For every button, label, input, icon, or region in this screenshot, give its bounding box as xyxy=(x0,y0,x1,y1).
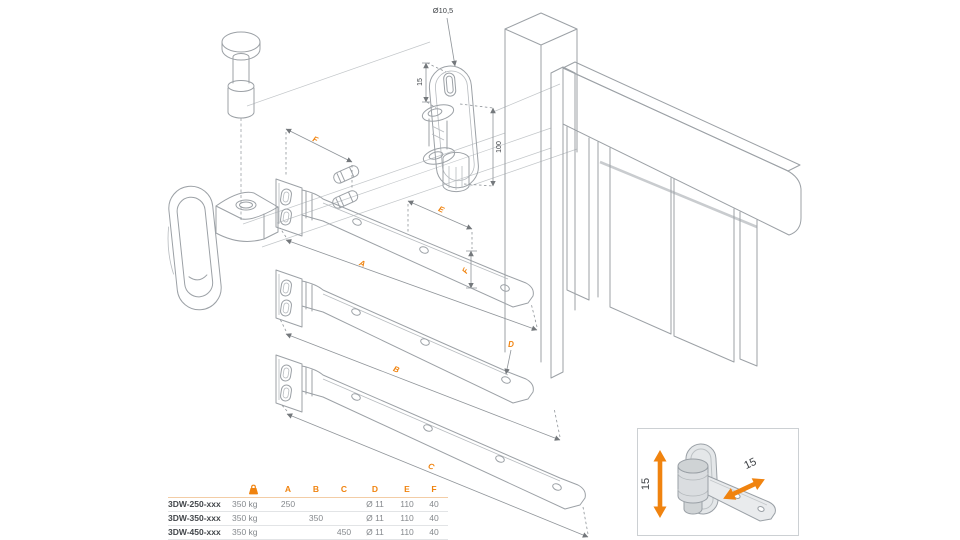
guide-lines xyxy=(242,41,578,248)
adjustment-inset: 15 15 xyxy=(637,428,799,536)
label-f-top: F xyxy=(311,134,320,145)
dim-diameter: Ø10,5 xyxy=(433,6,453,15)
weight-value: 350 kg xyxy=(232,527,258,537)
adjustment-illustration: 15 15 xyxy=(640,443,776,522)
inset-hinge xyxy=(677,443,776,522)
spec-table-header: A B C D E F xyxy=(168,482,448,498)
value-e: 110 xyxy=(400,527,414,537)
header-c: C xyxy=(340,484,348,494)
value-f: 40 xyxy=(429,513,439,523)
label-f-side: F xyxy=(460,266,471,275)
header-d: D xyxy=(371,484,379,494)
value-f: 40 xyxy=(429,499,439,509)
cover-plate xyxy=(167,185,222,311)
value-c: 450 xyxy=(336,527,352,537)
fixing-bolts xyxy=(332,165,360,209)
dim-100: 100 xyxy=(496,141,503,153)
table-row: 3DW-450-xxx 350 kg 450 Ø 11 110 40 xyxy=(168,526,448,540)
strap-b xyxy=(275,269,534,404)
dimension-lines xyxy=(279,17,589,538)
diagonal-adjust-arrow xyxy=(723,478,765,500)
header-e: E xyxy=(404,484,410,494)
label-e: E xyxy=(437,204,446,215)
gate-post xyxy=(504,12,578,363)
weight-value: 350 kg xyxy=(232,499,258,509)
inset-diagonal-15: 15 xyxy=(742,456,758,472)
value-d: Ø 11 xyxy=(366,513,384,523)
hinge-pin xyxy=(221,31,261,220)
d-leader xyxy=(504,349,512,375)
model-name: 3DW-250-xxx xyxy=(168,499,221,509)
label-d: D xyxy=(508,340,514,349)
header-b: B xyxy=(312,484,320,494)
value-d: Ø 11 xyxy=(366,499,384,509)
header-f: F xyxy=(431,484,437,494)
spec-table: A B C D E F 3DW-250-xxx 350 kg 250 Ø 11 … xyxy=(168,482,448,540)
inset-vertical-15: 15 xyxy=(640,478,652,490)
value-f: 40 xyxy=(429,527,439,537)
value-d: Ø 11 xyxy=(366,527,384,537)
model-name: 3DW-450-xxx xyxy=(168,527,221,537)
vertical-adjust-arrow xyxy=(653,450,667,518)
value-e: 110 xyxy=(400,499,414,509)
weight-icon xyxy=(248,484,258,495)
value-e: 110 xyxy=(400,513,414,523)
wall-bracket xyxy=(421,65,479,193)
label-b: B xyxy=(392,364,401,375)
weight-value: 350 kg xyxy=(232,513,258,523)
dim-15: 15 xyxy=(417,78,424,86)
hinge-body xyxy=(215,191,279,242)
value-b: 350 xyxy=(308,513,324,523)
model-name: 3DW-350-xxx xyxy=(168,513,221,523)
diameter-leader xyxy=(446,17,457,67)
dimension-labels: Ø10,5 15 100 F E F A B C D xyxy=(311,6,514,472)
header-weight xyxy=(232,484,274,495)
table-row: 3DW-250-xxx 350 kg 250 Ø 11 110 40 xyxy=(168,498,448,512)
label-c: C xyxy=(427,461,436,472)
table-row: 3DW-350-xxx 350 kg 350 Ø 11 110 40 xyxy=(168,512,448,526)
gate-frame xyxy=(550,61,802,379)
header-a: A xyxy=(284,484,292,494)
value-a: 250 xyxy=(280,499,296,509)
label-a: A xyxy=(357,258,367,269)
